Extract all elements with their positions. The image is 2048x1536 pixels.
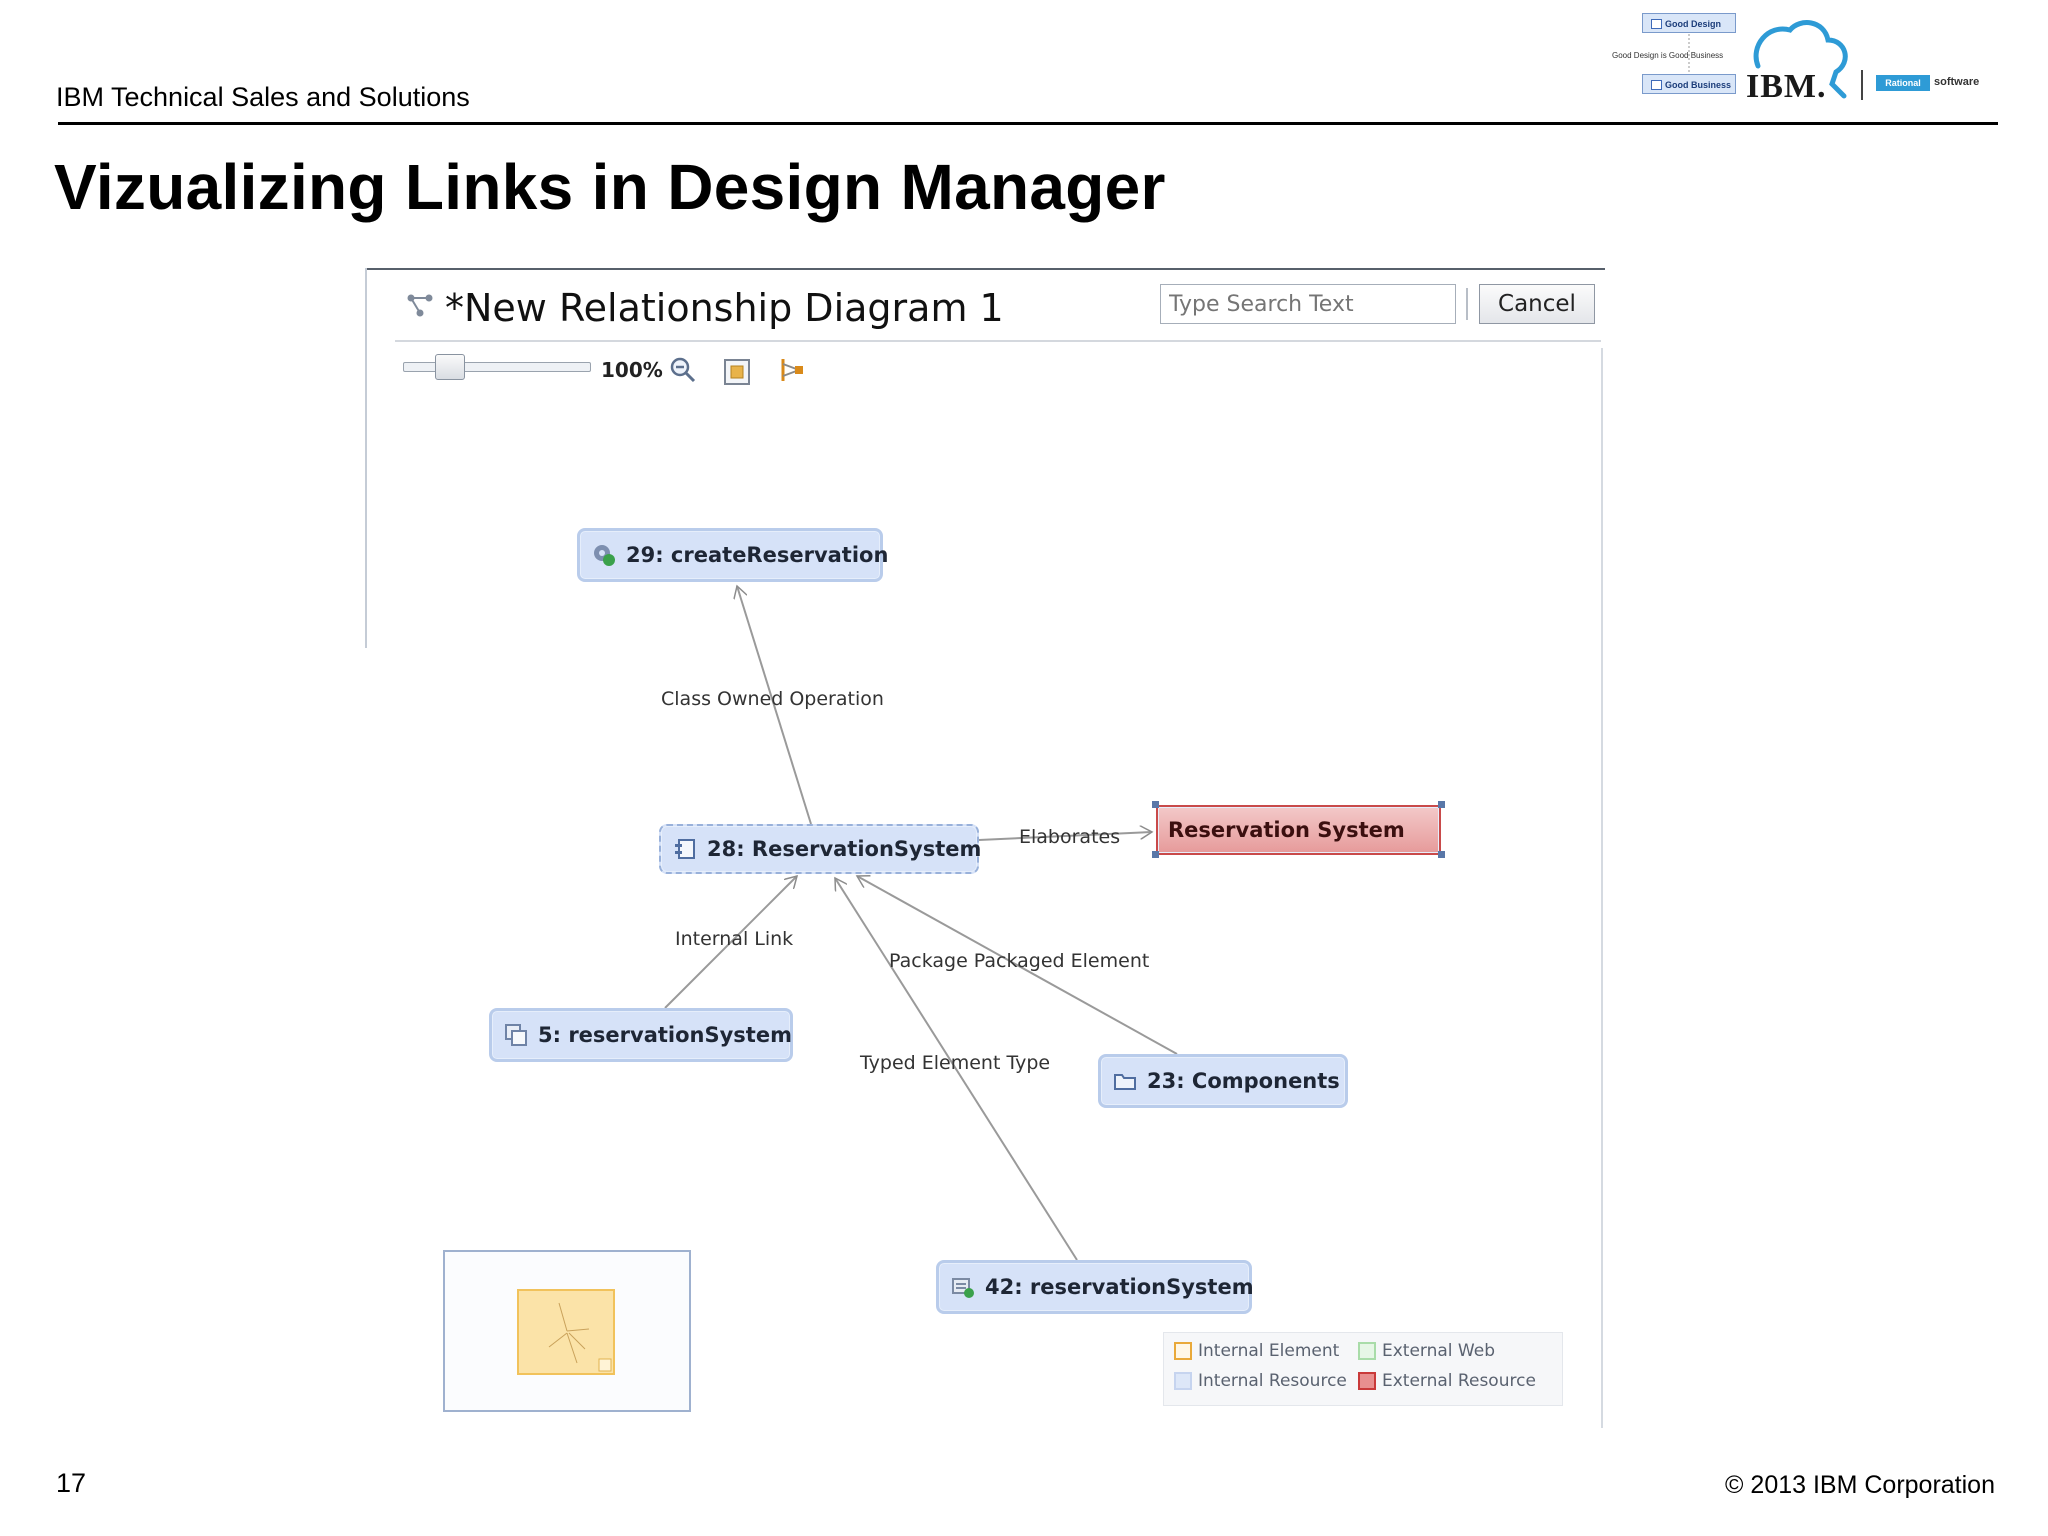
legend-label: External Resource <box>1382 1371 1536 1391</box>
node-label: 29: createReservation <box>626 543 889 567</box>
software-label: software <box>1934 76 1980 88</box>
toolbar-divider <box>395 340 1601 342</box>
swatch-icon <box>1174 1372 1192 1390</box>
edge-internal-link[interactable] <box>664 876 797 1009</box>
legend-external-resource: External Resource <box>1358 1371 1536 1391</box>
legend-label: External Web <box>1382 1341 1495 1361</box>
zoom-slider[interactable] <box>403 362 591 372</box>
node-reservation-system-42[interactable]: 42: reservationSystem <box>936 1260 1254 1314</box>
operation-icon <box>594 545 615 566</box>
selection-handle[interactable] <box>1152 801 1159 808</box>
copyright: © 2013 IBM Corporation <box>1725 1471 1995 1499</box>
edge-label-elaborates: Elaborates <box>1019 826 1121 848</box>
window-left-border <box>365 268 367 648</box>
selection-handle[interactable] <box>1438 851 1445 858</box>
swatch-icon <box>1358 1372 1376 1390</box>
zoom-out-icon[interactable] <box>669 356 697 384</box>
attribute-icon <box>952 1278 974 1298</box>
diagram-overview[interactable] <box>443 1250 691 1412</box>
zoom-level: 100% <box>601 358 663 382</box>
search-input[interactable] <box>1160 284 1456 324</box>
swatch-icon <box>1358 1342 1376 1360</box>
zoom-slider-thumb[interactable] <box>435 354 465 380</box>
legend-internal-resource: Internal Resource <box>1174 1371 1347 1391</box>
slide-header: IBM Technical Sales and Solutions <box>56 82 470 112</box>
node-reservation-system-5[interactable]: 5: reservationSystem <box>489 1008 793 1062</box>
logo-good-design-box: Good Design <box>1642 13 1736 33</box>
overview-thumbnail <box>548 1302 612 1372</box>
logo-good-business-box: Good Business <box>1642 74 1736 94</box>
edge-elaborates[interactable] <box>978 832 1152 841</box>
edge-label-internal-link: Internal Link <box>675 928 794 950</box>
edge-package-packaged-element[interactable] <box>857 876 1178 1055</box>
layout-icon[interactable] <box>777 356 805 384</box>
window-top-border <box>365 268 1605 270</box>
page-number: 17 <box>56 1468 87 1498</box>
cancel-button[interactable]: Cancel <box>1479 284 1595 324</box>
node-label: Reservation System <box>1168 818 1405 842</box>
swatch-icon <box>1174 1342 1192 1360</box>
ibm-wordmark: IBM. <box>1746 68 1827 105</box>
fit-to-window-icon[interactable] <box>723 358 751 386</box>
design-manager-window: *New Relationship Diagram 1 Cancel 100% … <box>365 268 1605 1428</box>
legend-internal-element: Internal Element <box>1174 1341 1339 1361</box>
edge-typed-element-type[interactable] <box>834 878 1078 1261</box>
diagram-edges <box>664 268 1178 1261</box>
legend-label: Internal Resource <box>1198 1371 1347 1391</box>
selection-handle[interactable] <box>1438 801 1445 808</box>
component-icon <box>675 839 695 859</box>
class-icon <box>505 1024 527 1046</box>
node-reservation-system-external[interactable]: Reservation System <box>1156 805 1441 855</box>
node-label: 23: Components <box>1147 1069 1340 1093</box>
legend-label: Internal Element <box>1198 1341 1340 1361</box>
selection-handle[interactable] <box>1152 851 1159 858</box>
cloud-icon <box>1688 20 1863 100</box>
legend: Internal Element External Web Internal R… <box>1163 1332 1563 1406</box>
toolbar-separator <box>1466 288 1468 320</box>
relationship-diagram-icon <box>407 294 433 317</box>
node-label: 28: ReservationSystem <box>707 837 982 861</box>
node-components[interactable]: 23: Components <box>1098 1054 1348 1108</box>
edge-label-class-owned-operation: Class Owned Operation <box>661 688 884 710</box>
slide-title: Vizualizing Links in Design Manager <box>54 151 1166 223</box>
header-divider <box>58 122 1998 125</box>
node-reservation-system-28[interactable]: 28: ReservationSystem <box>659 824 982 874</box>
edge-class-owned-operation[interactable] <box>737 586 812 825</box>
ibm-rational-logo: Good Design Good Design is Good Business… <box>1600 10 2000 110</box>
overview-viewport[interactable] <box>517 1289 615 1375</box>
logo-tagline: Good Design is Good Business <box>1612 51 1724 60</box>
legend-external-web: External Web <box>1358 1341 1495 1361</box>
folder-icon <box>1114 1074 1136 1090</box>
window-right-border <box>1601 348 1603 1428</box>
diagram-title: *New Relationship Diagram 1 <box>445 286 1004 330</box>
node-label: 5: reservationSystem <box>538 1023 792 1047</box>
edge-label-typed-element-type: Typed Element Type <box>860 1052 1051 1074</box>
rational-badge: Rational <box>1876 75 1930 91</box>
node-create-reservation[interactable]: 29: createReservation <box>577 528 888 582</box>
node-label: 42: reservationSystem <box>985 1275 1254 1299</box>
edge-label-package-packaged-element: Package Packaged Element <box>889 950 1150 972</box>
